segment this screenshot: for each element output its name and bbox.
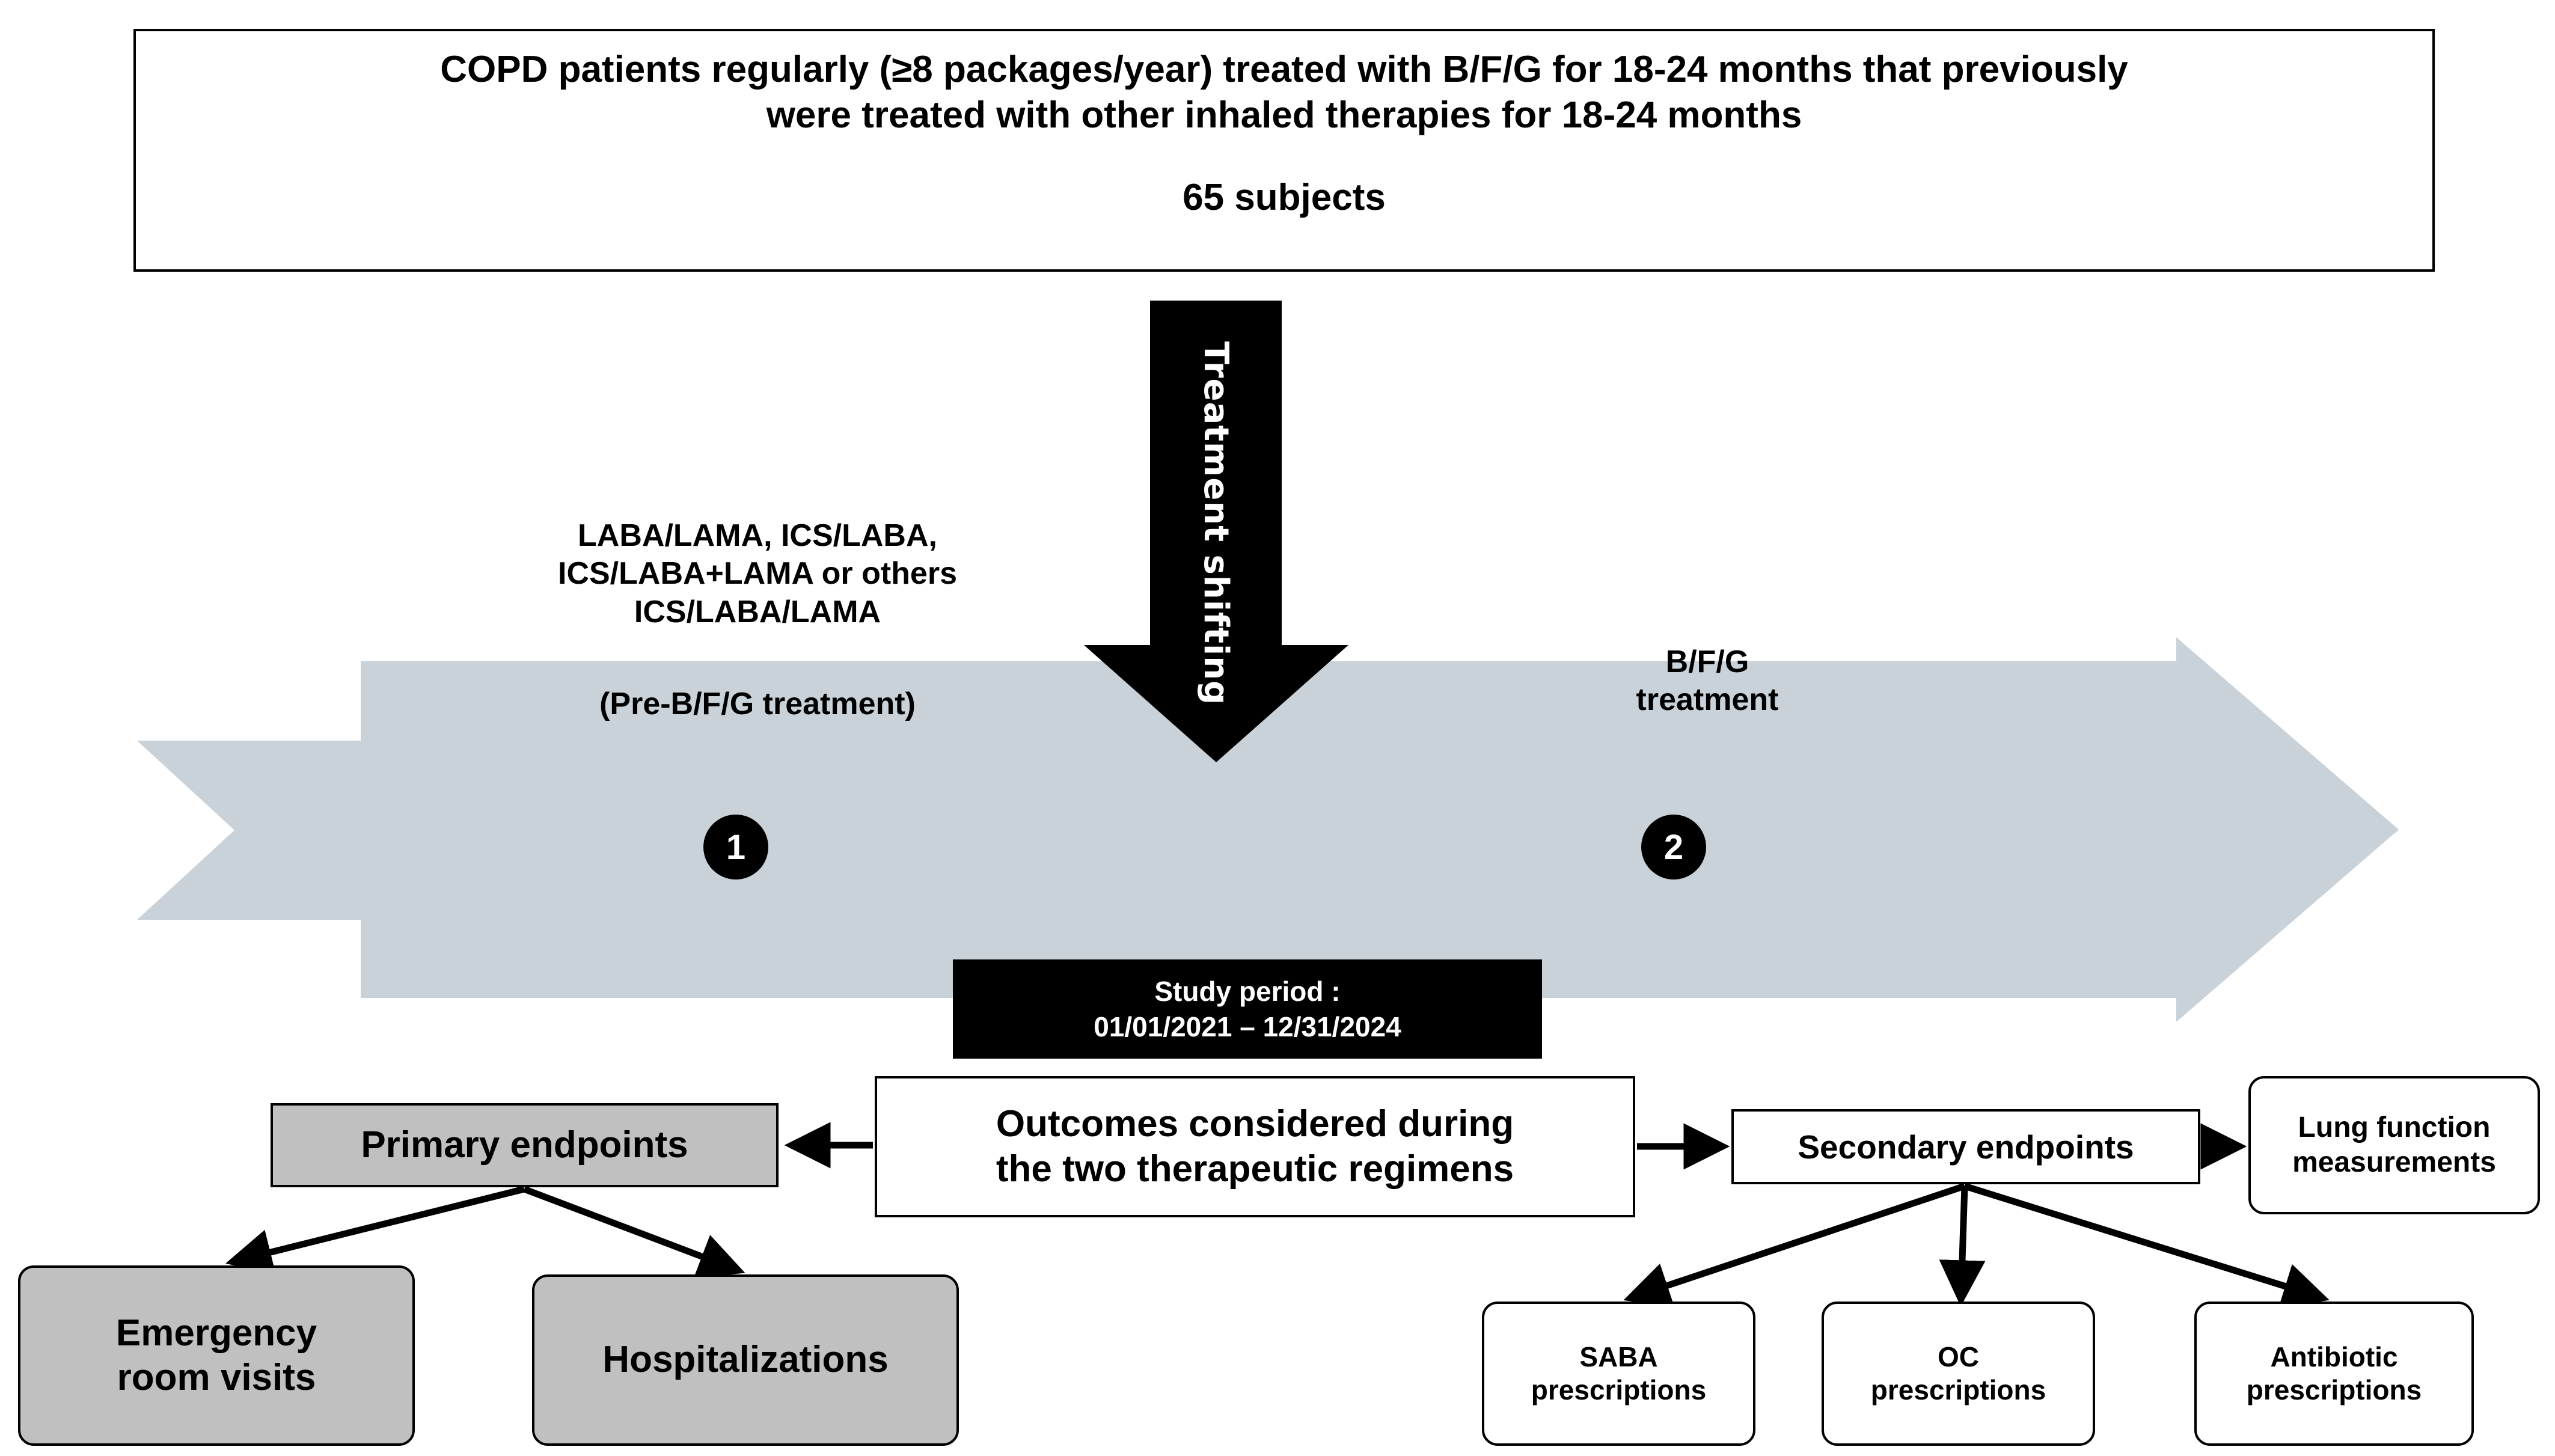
emergency-room-line-1: Emergency	[115, 1312, 317, 1354]
cohort-subject-count: 65 subjects	[1183, 177, 1386, 219]
post-treatment-label: B/F/G treatment	[1521, 643, 1894, 720]
oc-line-2: prescriptions	[1870, 1374, 2046, 1406]
cohort-definition-box: COPD patients regularly (≥8 packages/yea…	[133, 29, 2435, 272]
pre-treatment-line-3: ICS/LABA/LAMA	[634, 594, 881, 629]
secondary-endpoints-box: Secondary endpoints	[1731, 1109, 2200, 1184]
pre-treatment-line-1: LABA/LAMA, ICS/LABA,	[578, 518, 937, 553]
outcomes-box: Outcomes considered during the two thera…	[875, 1076, 1635, 1217]
saba-prescriptions-box: SABA prescriptions	[1482, 1302, 1755, 1446]
oc-prescriptions-box: OC prescriptions	[1822, 1302, 2095, 1446]
pre-treatment-regimens-label: LABA/LAMA, ICS/LABA, ICS/LABA+LAMA or ot…	[463, 517, 1052, 631]
treatment-shifting-label: Treatment shifting	[1145, 313, 1287, 733]
antibiotic-line-2: prescriptions	[2246, 1374, 2422, 1406]
antibiotic-line-1: Antibiotic	[2270, 1341, 2398, 1372]
emergency-room-line-2: room visits	[117, 1357, 316, 1398]
cohort-line-2: were treated with other inhaled therapie…	[766, 94, 1802, 136]
post-treatment-line-2: treatment	[1636, 682, 1779, 718]
lung-function-line-2: measurements	[2292, 1146, 2496, 1178]
hospitalizations-box: Hospitalizations	[532, 1274, 959, 1446]
primary-endpoints-label: Primary endpoints	[361, 1124, 688, 1166]
treatment-shifting-text: Treatment shifting	[1196, 341, 1235, 705]
oc-line-1: OC	[1937, 1341, 1979, 1372]
outcomes-line-2: the two therapeutic regimens	[996, 1148, 1514, 1190]
lung-function-box: Lung function measurements	[2248, 1076, 2540, 1214]
study-period-label: Study period :	[1154, 975, 1341, 1007]
antibiotic-prescriptions-box: Antibiotic prescriptions	[2194, 1302, 2474, 1446]
step-badge-1: 1	[703, 815, 768, 879]
pre-treatment-note: (Pre-B/F/G treatment)	[599, 687, 916, 721]
pre-treatment-line-2: ICS/LABA+LAMA or others	[558, 556, 957, 592]
saba-line-1: SABA	[1579, 1341, 1658, 1372]
post-treatment-line-1: B/F/G	[1665, 644, 1749, 679]
step-badge-2: 2	[1641, 815, 1706, 879]
emergency-room-visits-box: Emergency room visits	[18, 1265, 415, 1446]
hospitalizations-label: Hospitalizations	[602, 1339, 889, 1381]
lung-function-line-1: Lung function	[2298, 1112, 2491, 1144]
study-period-box: Study period : 01/01/2021 – 12/31/2024	[953, 959, 1542, 1059]
cohort-line-1: COPD patients regularly (≥8 packages/yea…	[440, 49, 2128, 90]
secondary-endpoints-label: Secondary endpoints	[1798, 1128, 2134, 1166]
saba-line-2: prescriptions	[1531, 1374, 1707, 1406]
study-period-range: 01/01/2021 – 12/31/2024	[1094, 1011, 1401, 1042]
outcomes-line-1: Outcomes considered during	[996, 1103, 1514, 1145]
primary-endpoints-box: Primary endpoints	[271, 1103, 779, 1187]
